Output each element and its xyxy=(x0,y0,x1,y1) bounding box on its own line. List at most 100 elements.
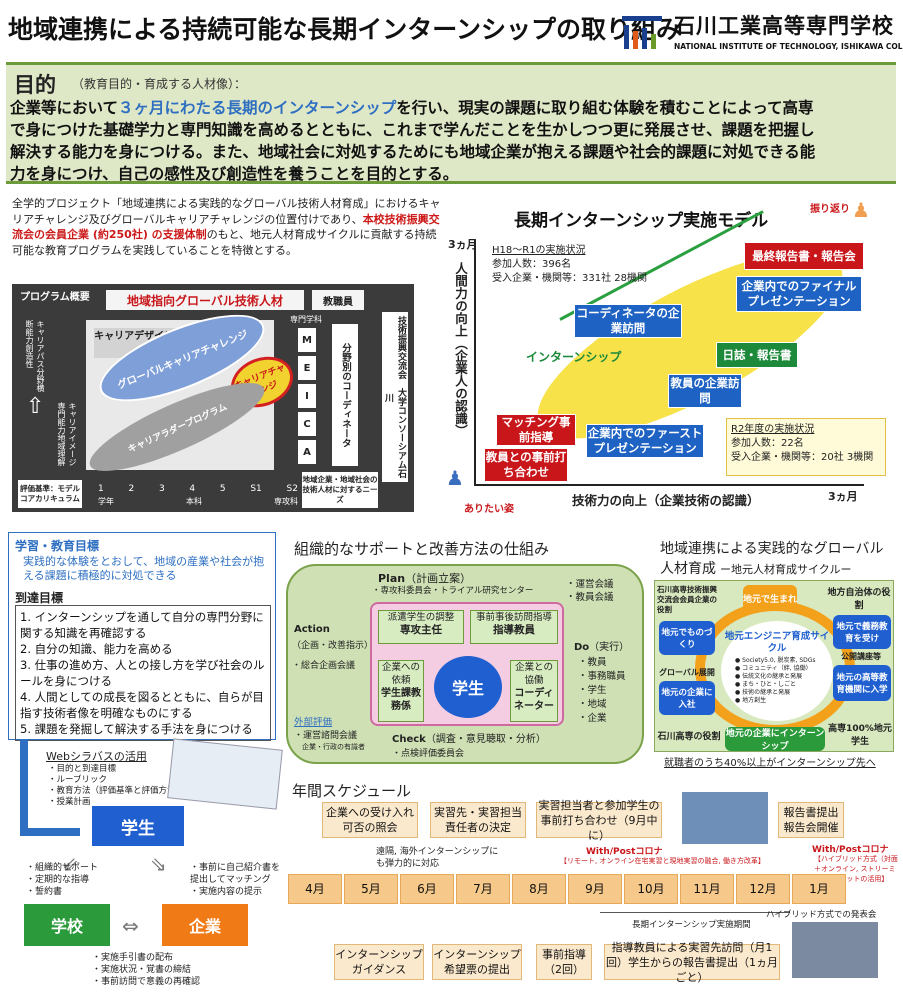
regional-needs: 地域企業・地域社会の技術人材に対するニーズ xyxy=(302,472,378,508)
target-item: 5. 課題を発掘して解決する手法を身につける xyxy=(20,722,253,736)
program-top-label: 地域指向グローバル技術人材 xyxy=(106,290,304,310)
step-first-presentation: 企業内でのファーストプレゼンテーション xyxy=(586,424,704,458)
schedule-top-3: 実習担当者と参加学生の事前打ち合わせ（9月中に） xyxy=(536,799,662,842)
target-item: 4. 人間としての成長を図るとともに、自らが目指す技術者像を明確なものにする xyxy=(20,690,264,720)
step-pre-meeting: 教員との事前打ち合わせ xyxy=(484,448,568,482)
role-student-affairs: 企業への依頼学生課教務係 xyxy=(378,660,424,722)
plan-items: ・専攻科委員会・トライアル研究センター xyxy=(372,586,534,596)
intro-text: 全学的プロジェクト「地域連携による実践的なグローバル技術人材育成」におけるキャリ… xyxy=(12,197,441,257)
y-3months: 3ヵ月 xyxy=(448,238,478,251)
targets-heading: 到達目標 xyxy=(15,591,64,605)
purpose-subheading: （教育目的・育成する人材像）： xyxy=(72,77,247,91)
school-box: 学校 xyxy=(24,904,110,946)
program-label: プログラム概要 xyxy=(20,292,90,303)
eval-criteria: 評価基準：モデルコアカリキュラム xyxy=(18,480,82,508)
cycle-tl: 石川高専技術振興交流会会員企業の役割 xyxy=(657,585,717,614)
cycle-internship: 地元の企業にインターンシップ xyxy=(725,727,825,752)
step-final-presentation: 企業内でのファイナルプレゼンテーション xyxy=(736,276,862,312)
axis-lower-labels: キャリアイメージ専門能力地域理解 xyxy=(57,402,77,466)
stats-history: H18～R1の実施状況 参加人数：396名 受入企業・機関等：331社 28機関 xyxy=(492,245,647,284)
cycle-higher-ed: 地元の高等教育機関に入学 xyxy=(833,665,891,701)
person-bottom-icon: ♟ xyxy=(446,466,464,490)
step-diary-report: 日誌・報告書 xyxy=(716,342,798,368)
school-name: 石川工業高等専門学校 xyxy=(674,14,894,38)
step-teacher-visit: 教員の企業訪問 xyxy=(668,374,742,408)
period-line xyxy=(600,912,790,913)
x-axis-label: 技術力の向上（企業技術の認識） xyxy=(572,493,760,508)
school-name-en: NATIONAL INSTITUTE OF TECHNOLOGY, ISHIKA… xyxy=(674,42,903,51)
purpose-body: 企業等において３ヶ月にわたる長期のインターンシップを行い、現実の課題に取り組む体… xyxy=(10,99,816,183)
month-may: 5月 xyxy=(344,874,398,904)
grade-axis-labels: 学年本科専攻科 xyxy=(98,497,298,506)
roles-panel: 派遣学生の調整専攻主任 事前事後訪問指導指導教員 企業への依頼学生課教務係 企業… xyxy=(370,602,564,726)
cycle-open-lecture: 公開講座等 xyxy=(841,652,881,661)
purpose-section: 目的 （教育目的・育成する人材像）： 企業等において３ヶ月にわたる長期のインター… xyxy=(6,62,896,184)
x-3months: 3ヵ月 xyxy=(828,490,858,503)
role-major-head: 派遣学生の調整専攻主任 xyxy=(378,610,464,644)
cycle-global: グローバル展開 xyxy=(659,668,715,677)
cycle-join: 地元の企業に入社 xyxy=(659,681,715,715)
y-axis-label: 人間力の向上（企業人の認識） xyxy=(453,262,468,437)
syllabus-screenshot xyxy=(167,738,283,810)
covid-note-2-heading: With/Postコロナ xyxy=(812,845,889,855)
month-nov: 11月 xyxy=(680,874,734,904)
step-matching: マッチング事前指導 xyxy=(496,414,576,446)
external-item: ・運営諮問会議 xyxy=(294,731,358,741)
cycle-monozukuri: 地元でものづくり xyxy=(659,621,715,655)
school-support-list: ・組織的サポート・定期的な指導・誓約書 xyxy=(26,863,99,897)
hybrid-label: ハイブリッド方式での発表会 xyxy=(766,910,877,920)
support-title: 組織的なサポートと改善方法の仕組み xyxy=(294,540,550,558)
school-logo-icon xyxy=(622,16,662,50)
role-advisor: 事前事後訪問指導指導教員 xyxy=(470,610,558,644)
syllabus-items: ・目的と到達目標 ・ルーブリック ・教育方法（評価基準と評価方法を含む） ・授業… xyxy=(48,764,210,807)
cycle-title-2: 人材育成ー地元人材育成サイクルー xyxy=(660,561,852,577)
targets-list: 1. インターンシップを通して自分の専門分野に関する知識を再確認する 2. 自分… xyxy=(15,605,271,741)
photo-presentation xyxy=(792,922,878,978)
field-coordinator: 分野別のコーディネータ xyxy=(332,324,358,466)
syllabus-connector-h xyxy=(20,828,80,836)
center-student: 学生 xyxy=(434,656,502,718)
cycle-br: 高専100%地元学生 xyxy=(828,724,892,747)
covid-note-1: 【リモート, オンライン在宅実習と現地実習の融合, 働き方改革】 xyxy=(560,857,765,865)
schedule-bottom-1: インターンシップガイダンス xyxy=(334,944,424,980)
covid-note-2: 【ハイブリッド方式（対面＋オンライン, ストリーミング, チャットの活用】 xyxy=(814,855,898,883)
program-dept: 専門学科 xyxy=(290,315,322,324)
action-sub: （企画・改善指示） xyxy=(292,641,374,651)
target-item: 2. 自分の知識、能力を高める xyxy=(20,642,173,656)
program-staff: 教職員 xyxy=(312,290,364,310)
cycle-bl: 石川高専の役割 xyxy=(657,732,721,742)
cycle-tr: 地方自治体の役割 xyxy=(827,588,891,611)
period-label: 長期インターンシップ実施期間 xyxy=(632,920,751,930)
check-label: Check（調査・意見聴取・分析） xyxy=(392,734,546,745)
role-coordinator: 企業との協働コーディネーター xyxy=(510,660,558,722)
stats-r2: R2年度の実施状況 参加人数：22名 受入企業・機関等：20社 3機関 xyxy=(726,418,886,476)
check-items: ・点検評価委員会 xyxy=(392,749,465,759)
purpose-heading: 目的 xyxy=(14,73,56,97)
model-title: 長期インターンシップ実施モデル xyxy=(514,211,769,231)
schedule-note: 遠隔, 海外インターンシップにも弾力的に対応 xyxy=(376,847,499,869)
target-item: 1. インターンシップを通して自分の専門分野に関する知識を再確認する xyxy=(20,610,264,640)
month-aug: 8月 xyxy=(512,874,566,904)
cycle-footnote: 就職者のうち40%以上がインターンシップ先へ xyxy=(664,758,876,769)
schedule-top-4: 報告書提出報告会開催 xyxy=(778,802,844,838)
month-jan: 1月 xyxy=(792,874,846,904)
month-apr: 4月 xyxy=(288,874,342,904)
month-sep: 9月 xyxy=(568,874,622,904)
covid-note-1-heading: With/Postコロナ xyxy=(586,847,663,857)
schedule-title: 年間スケジュール xyxy=(292,782,411,800)
photo-field-work xyxy=(682,792,768,844)
plan-right-items: ・運営会議・教員会議 xyxy=(566,579,614,603)
plan-label: Plan（計画立案） xyxy=(378,572,472,585)
schedule-bottom-2: インターンシップ希望票の提出 xyxy=(432,944,522,980)
schedule-bottom-3: 事前指導（2回） xyxy=(536,944,592,980)
action-items: ・総合企画会議 xyxy=(292,661,356,671)
goals-heading: 学習・教育目標 xyxy=(15,539,100,553)
company-box: 企業 xyxy=(162,904,248,946)
cycle-compulsory: 地元で義務教育を受け xyxy=(833,615,891,649)
syllabus-title: Webシラバスの活用 xyxy=(46,750,147,763)
do-label: Do（実行） xyxy=(574,642,630,653)
tech-promotion-assoc: 技術振興交流会 大学コンソーシアム石川 xyxy=(382,312,408,482)
month-jun: 6月 xyxy=(400,874,454,904)
action-label: Action xyxy=(294,624,330,635)
